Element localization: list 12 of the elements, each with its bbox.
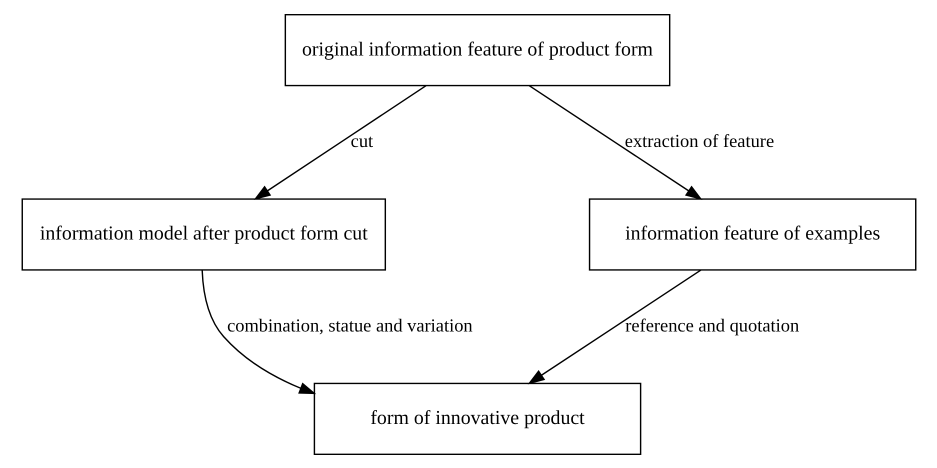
edge-label: reference and quotation — [624, 315, 799, 336]
arrow — [528, 84, 702, 200]
node-box: original information feature of product form — [284, 13, 670, 86]
node-box: information model after product form cut — [21, 198, 386, 270]
edge-label: cut — [350, 130, 373, 151]
arrow — [200, 270, 316, 394]
node-box: form of innovative product — [313, 382, 641, 455]
arrow — [253, 84, 426, 200]
node-box: information feature of examples — [588, 198, 916, 270]
edge-label: extraction of feature — [624, 130, 774, 151]
arrow — [527, 268, 701, 384]
edge-label: combination, statue and variation — [226, 315, 472, 336]
